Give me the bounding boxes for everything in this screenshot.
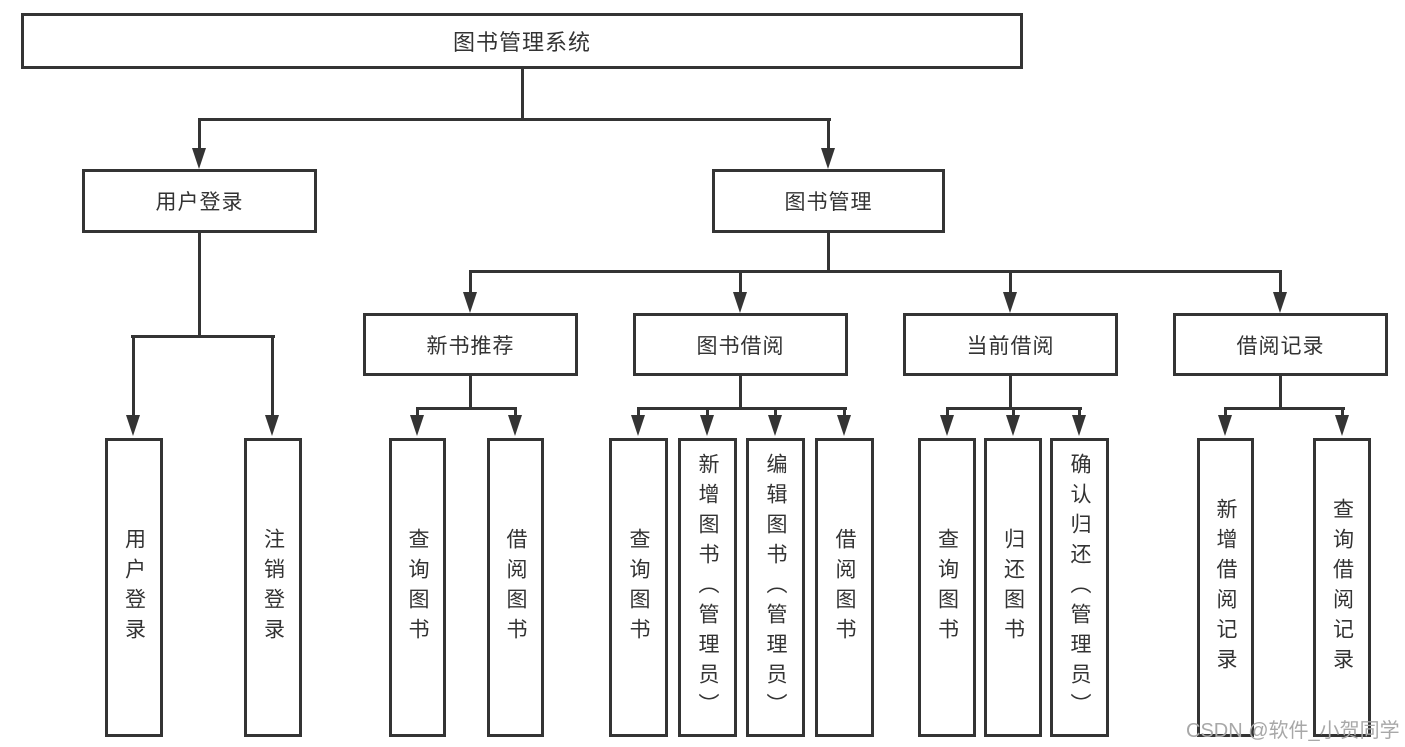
connector-level3-branch [469,270,1282,273]
node-borrow-records-label: 借阅记录 [1236,334,1325,358]
node-borrow-records: 借阅记录 [1173,313,1388,376]
leaf-query-borrow-record: 查询借阅记录 [1313,438,1371,737]
connector-new-book-branch [416,407,517,410]
leaf-query-borrow-record-label: 查询借阅记录 [1330,497,1354,678]
connector-leaf-logout-stem [271,335,274,418]
connector-leaf-user-login-stem [132,335,135,418]
arrowhead-book-mgmt [821,148,835,169]
node-current-borrow-label: 当前借阅 [966,334,1055,358]
arrowhead-leaf-query-book-3 [940,415,954,436]
connector-leaf-edit-book-stem [774,407,777,418]
connector-borrow-records-stem [1279,376,1282,410]
connector-leaf-query-book-3-stem [946,407,949,418]
leaf-edit-book-admin: 编辑图书（管理员） [746,438,805,737]
arrowhead-leaf-user-login [126,415,140,436]
connector-book-borrow-stem [739,376,742,410]
connector-new-book-stem [469,376,472,410]
arrowhead-new-book [463,292,477,313]
arrowhead-leaf-add-record [1218,415,1232,436]
connector-leaf-query-record-stem [1341,407,1344,418]
node-root: 图书管理系统 [21,13,1023,69]
leaf-confirm-return-admin-label: 确认归还（管理员） [1068,452,1091,723]
leaf-query-book-1-label: 查询图书 [406,527,429,648]
arrowhead-leaf-edit-book [768,415,782,436]
connector-book-mgmt-arrow-stem [827,118,830,151]
leaf-query-book-3-label: 查询图书 [935,527,959,648]
leaf-user-login-label: 用户登录 [122,527,146,648]
connector-leaf-query-book-1-stem [416,407,419,418]
node-new-book-recommend: 新书推荐 [363,313,578,376]
connector-leaf-return-book-stem [1012,407,1015,418]
connector-leaf-query-book-2-stem [637,407,640,418]
connector-book-mgmt-stem [827,233,830,273]
leaf-add-borrow-record: 新增借阅记录 [1197,438,1254,737]
connector-level2-branch [198,118,831,121]
connector-book-borrow-arrow-stem [739,270,742,295]
arrowhead-leaf-return-book [1006,415,1020,436]
node-user-login: 用户登录 [82,169,317,233]
watermark: CSDN @软件_小贺同学 [1186,720,1400,742]
node-book-borrow-label: 图书借阅 [696,334,785,358]
arrowhead-leaf-query-record [1335,415,1349,436]
connector-leaf-borrow-book-1-stem [514,407,517,418]
leaf-query-book-2: 查询图书 [609,438,668,737]
leaf-return-book: 归还图书 [984,438,1042,737]
node-root-label: 图书管理系统 [452,30,591,55]
node-book-mgmt: 图书管理 [712,169,945,233]
leaf-borrow-book-1-label: 借阅图书 [504,527,527,648]
connector-book-borrow-branch [637,407,847,410]
connector-root-stem [521,69,524,121]
leaf-edit-book-admin-label: 编辑图书（管理员） [764,452,787,723]
leaf-user-login: 用户登录 [105,438,163,737]
connector-borrow-records-branch [1224,407,1345,410]
connector-leaf-confirm-return-stem [1078,407,1081,418]
leaf-add-book-admin-label: 新增图书（管理员） [696,452,719,723]
connector-user-login-branch [131,335,275,338]
connector-leaf-add-record-stem [1224,407,1227,418]
leaf-borrow-book-2-label: 借阅图书 [833,527,856,648]
arrowhead-leaf-logout [265,415,279,436]
node-new-book-recommend-label: 新书推荐 [426,334,515,358]
arrowhead-borrow-records [1273,292,1287,313]
leaf-return-book-label: 归还图书 [1001,527,1025,648]
node-book-mgmt-label: 图书管理 [784,191,873,214]
arrowhead-book-borrow [733,292,747,313]
arrowhead-current-borrow [1003,292,1017,313]
leaf-borrow-book-1: 借阅图书 [487,438,544,737]
connector-new-book-arrow-stem [469,270,472,295]
leaf-confirm-return-admin: 确认归还（管理员） [1050,438,1109,737]
arrowhead-leaf-query-book-2 [631,415,645,436]
leaf-query-book-3: 查询图书 [918,438,976,737]
arrowhead-leaf-borrow-book-1 [508,415,522,436]
leaf-query-book-2-label: 查询图书 [627,527,650,648]
arrowhead-leaf-borrow-book-2 [837,415,851,436]
connector-user-login-stem [198,233,201,338]
node-book-borrow: 图书借阅 [633,313,848,376]
leaf-borrow-book-2: 借阅图书 [815,438,874,737]
leaf-add-borrow-record-label: 新增借阅记录 [1214,497,1237,678]
connector-current-borrow-arrow-stem [1009,270,1012,295]
connector-leaf-borrow-book-2-stem [843,407,846,418]
leaf-logout: 注销登录 [244,438,302,737]
connector-current-borrow-stem [1009,376,1012,410]
connector-borrow-records-arrow-stem [1279,270,1282,295]
arrowhead-leaf-add-book [700,415,714,436]
connector-user-login-arrow-stem [198,118,201,151]
node-current-borrow: 当前借阅 [903,313,1118,376]
arrowhead-user-login [192,148,206,169]
connector-leaf-add-book-stem [706,407,709,418]
arrowhead-leaf-query-book-1 [410,415,424,436]
leaf-query-book-1: 查询图书 [389,438,446,737]
leaf-logout-label: 注销登录 [261,527,285,648]
node-user-login-label: 用户登录 [155,191,244,214]
arrowhead-leaf-confirm-return [1072,415,1086,436]
leaf-add-book-admin: 新增图书（管理员） [678,438,737,737]
